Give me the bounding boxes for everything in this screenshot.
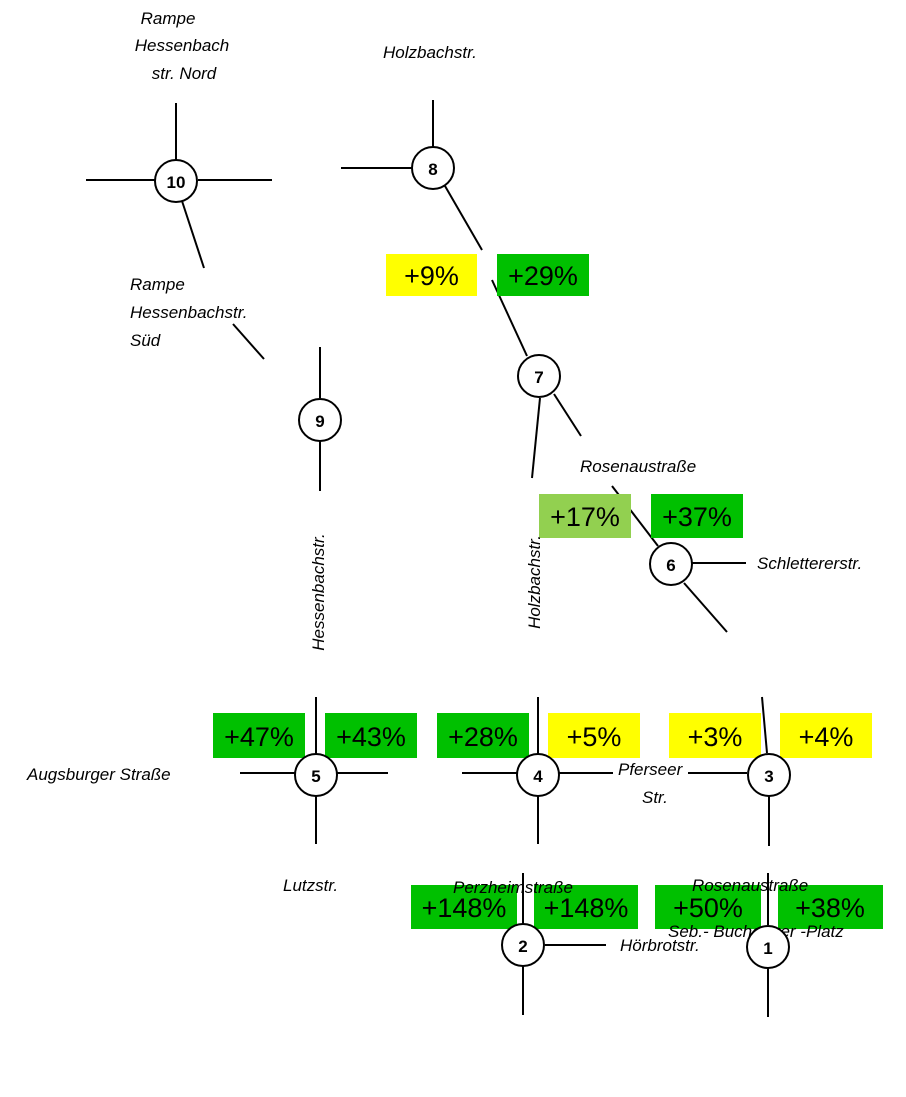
change-label-n2-right: +148% (544, 893, 629, 923)
node-number-9: 9 (315, 412, 324, 431)
road-7-southwest (531, 397, 541, 479)
change-label-n1-left: +50% (673, 893, 743, 923)
change-label-n5-right: +43% (336, 722, 406, 752)
road-10-southeast (181, 200, 205, 269)
change-box-n6-right (651, 494, 743, 538)
change-label-n4-right: +5% (567, 722, 622, 752)
change-box-n5-left (213, 713, 305, 758)
street-label-rampe-sued-line3: Süd (130, 331, 161, 350)
node-circle-10 (154, 159, 198, 203)
road-6-southeast (683, 582, 728, 633)
node-number-7: 7 (534, 368, 543, 387)
change-label-n6-left: +17% (550, 502, 620, 532)
change-box-n1-left (655, 885, 761, 929)
change-box-n5-right (325, 713, 417, 758)
change-box-n3-right (780, 713, 872, 758)
node-number-4: 4 (533, 767, 543, 786)
node-circle-1 (746, 925, 790, 969)
node-number-3: 3 (764, 767, 773, 786)
intersection-nodes: 10 8 7 9 6 5 4 3 2 1 (154, 146, 791, 969)
change-label-n3-left: +3% (688, 722, 743, 752)
node-circle-5 (294, 753, 338, 797)
change-label-n2-left: +148% (422, 893, 507, 923)
street-labels: Rampe Hessenbach str. Nord Holzbachstr. … (26, 9, 862, 955)
node-circle-3 (747, 753, 791, 797)
change-box-n2-left (411, 885, 517, 929)
node-circle-6 (649, 542, 693, 586)
change-box-n2-right (534, 885, 638, 929)
node-number-10: 10 (167, 173, 186, 192)
change-box-n4-left (437, 713, 529, 758)
street-label-rosenaustrasse-upper: Rosenaustraße (580, 457, 696, 476)
street-label-rosenaustrasse-lower: Rosenaustraße (692, 876, 808, 895)
street-label-augsburger-strasse: Augsburger Straße (26, 765, 171, 784)
change-box-n4-right (548, 713, 640, 758)
change-label-n8-left: +9% (404, 261, 459, 291)
change-box-n8-left (386, 254, 477, 296)
street-label-holzbachstr-vertical: Holzbachstr. (525, 535, 544, 629)
road-8-southeast (444, 185, 483, 251)
change-label-n4-left: +28% (448, 722, 518, 752)
node-circle-2 (501, 923, 545, 967)
node-number-8: 8 (428, 160, 437, 179)
road-7-southeast (553, 393, 582, 437)
street-label-hessenbachstr: Hessenbachstr. (309, 533, 328, 650)
change-label-n3-right: +4% (799, 722, 854, 752)
node-circle-9 (298, 398, 342, 442)
change-box-n3-left (669, 713, 761, 758)
street-label-hoerbrotstr: Hörbrotstr. (620, 936, 700, 955)
street-label-rampe-nord-line3: str. Nord (152, 64, 217, 83)
road-3-north (761, 696, 768, 754)
street-label-pferseer-line1: Pferseer (618, 760, 684, 779)
street-label-lutzstr: Lutzstr. (283, 876, 338, 895)
road-rampe-sued (232, 323, 265, 360)
node-circle-7 (517, 354, 561, 398)
node-number-5: 5 (311, 767, 320, 786)
change-box-n6-left (539, 494, 631, 538)
street-label-pferseer-line2: Str. (642, 788, 668, 807)
street-label-rampe-nord-line1: Rampe (141, 9, 196, 28)
street-label-rampe-sued-line1: Rampe (130, 275, 185, 294)
node-circle-4 (516, 753, 560, 797)
change-boxes: +9% +29% +17% +37% +47% +43% +28% +5% +3… (213, 254, 883, 929)
street-label-perzheimstrasse: Perzheimstraße (453, 878, 573, 897)
street-label-schlettererstr: Schlettererstr. (757, 554, 862, 573)
change-box-n1-right (778, 885, 883, 929)
node-number-1: 1 (763, 939, 772, 958)
change-label-n8-right: +29% (508, 261, 578, 291)
node-number-6: 6 (666, 556, 675, 575)
node-number-2: 2 (518, 937, 527, 956)
change-label-n5-left: +47% (224, 722, 294, 752)
street-label-rampe-sued-line2: Hessenbachstr. (130, 303, 247, 322)
change-label-n1-right: +38% (795, 893, 865, 923)
street-label-holzbachstr-top: Holzbachstr. (383, 43, 477, 62)
change-box-n8-right (497, 254, 589, 296)
street-label-rampe-nord-line2: Hessenbach (135, 36, 230, 55)
change-label-n6-right: +37% (662, 502, 732, 532)
node-circle-8 (411, 146, 455, 190)
